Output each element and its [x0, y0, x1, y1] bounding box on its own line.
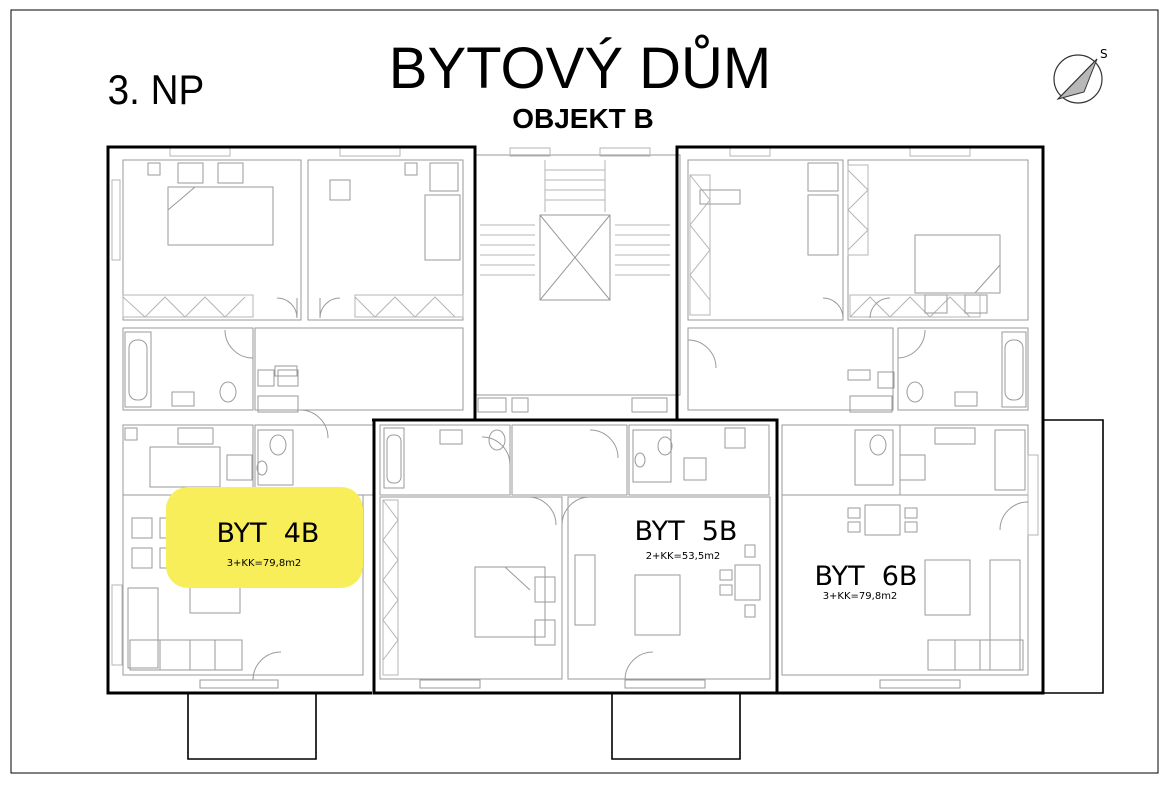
apartment-name: BYT 4B	[217, 518, 320, 549]
apartment-4b-highlight[interactable]	[166, 487, 363, 588]
apartment-name: BYT 6B	[815, 561, 918, 592]
balconies	[187, 419, 1104, 760]
apartment-area: 3+KK=79,8m2	[823, 591, 898, 602]
building-subtitle: OBJEKT B	[512, 103, 654, 134]
apartment-label-6b: BYT 6B 3+KK=79,8m2	[815, 561, 918, 602]
apartment-label-5b: BYT 5B 2+KK=53,5m2	[635, 516, 738, 562]
apartment-area: 2+KK=53,5m2	[646, 551, 721, 562]
apartment-outlines	[106, 145, 1045, 695]
building-title: BYTOVÝ DŮM	[389, 35, 771, 101]
compass-label: S	[1100, 47, 1108, 61]
apartment-area: 3+KK=79,8m2	[227, 558, 302, 569]
floor-label: 3. NP	[108, 65, 205, 113]
drawing-frame	[10, 9, 1159, 774]
interior-details	[111, 147, 1039, 689]
apartment-label-4b: BYT 4B 3+KK=79,8m2	[217, 518, 320, 569]
apartment-name: BYT 5B	[635, 516, 738, 547]
north-arrow-icon: S	[1053, 47, 1108, 104]
